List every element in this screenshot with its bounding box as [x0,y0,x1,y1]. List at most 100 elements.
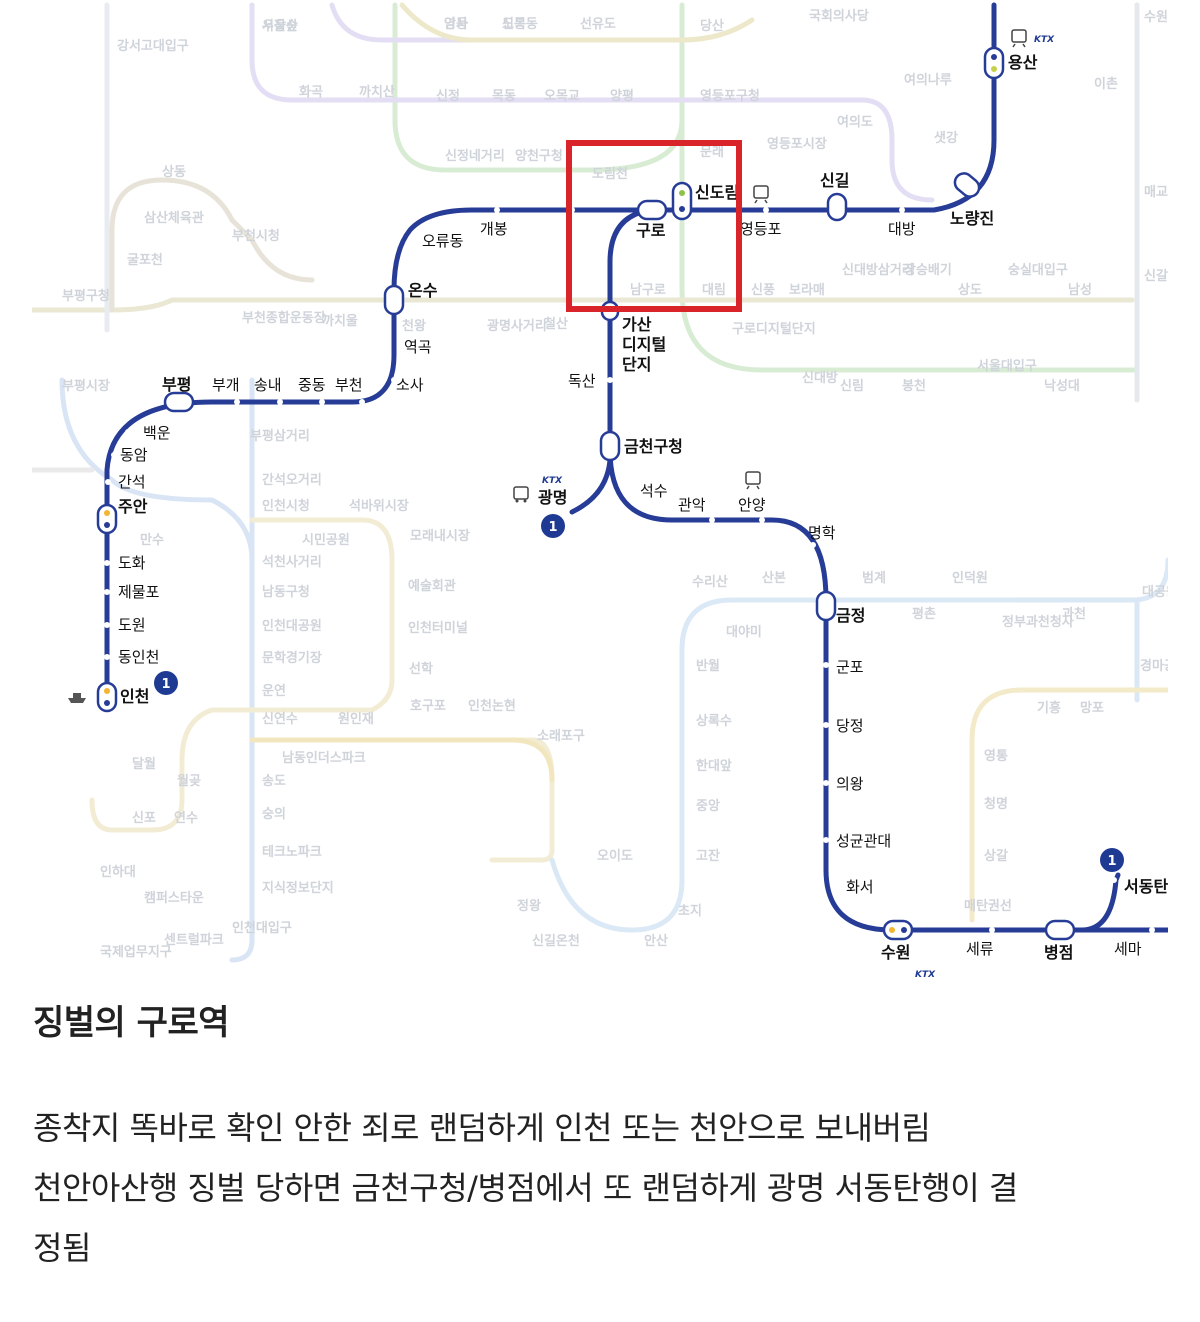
faint-station-label: 화곡 [299,84,323,100]
faint-station-label: 상도 [958,283,982,298]
station-dot [823,837,829,843]
station-hwaseo: 화서 [846,878,874,896]
faint-station-label: 매탄권선 [964,898,1012,914]
faint-station-label: 도림천 [592,167,628,182]
station-incheon: 인천 [120,687,149,706]
faint-station-label: 인천논현 [468,698,516,714]
faint-station-label: 까치산 [359,84,395,100]
station-dot [111,452,117,458]
faint-station-label: 시민공원 [302,532,350,548]
station-dot [319,399,325,405]
faint-station-label: 샛강 [934,130,958,146]
faint-station-label: 망포 [1080,700,1104,716]
faint-station-label: 국제업무지구 [100,945,172,960]
station-gunpo: 군포 [836,658,864,676]
line1-station-dots [104,207,1155,933]
faint-station-label: 인덕원 [952,570,988,586]
station-dot [1111,877,1117,883]
faint-station-label: 수원시청 [1144,9,1168,25]
faint-station-label: 테크노파크 [262,845,322,860]
guro-transfer [636,199,668,221]
faint-station-label: 수리산 [692,574,728,590]
faint-station-label: 남동구청 [262,584,310,600]
faint-station-label: 정왕 [517,898,541,914]
faint-station-label: 고잔 [696,848,720,864]
station-gwangmyeong: 광명 [538,488,567,507]
faint-station-label: 여의도 [837,114,873,130]
station-dot [834,887,840,893]
station-uiwang: 의왕 [836,775,864,793]
station-jemulpo: 제물포 [118,583,160,601]
faint-station-label: 대야미 [726,624,762,640]
station-geumjeong: 금정 [836,606,865,625]
station-dot [669,502,675,508]
suwon-transfer [882,919,914,941]
station-dot [759,517,765,523]
svg-text:1: 1 [548,520,557,535]
faint-station-label: 달월 [132,756,156,772]
faint-station-label: 예술회관 [408,578,456,594]
station-dangjeong: 당정 [836,717,864,735]
station-songnae: 송내 [254,376,282,394]
faint-station-label: 숭의 [262,806,286,822]
faint-station-label: 신목동 [502,17,538,32]
station-yeongdeungpo: 영등포 [740,220,782,238]
line1-badge-seodongtan [1100,848,1124,872]
station-dot [823,722,829,728]
faint-station-label: 신포 [132,811,156,826]
line1-badge-incheon [154,671,178,695]
station-yeokgok: 역곡 [404,338,432,356]
station-seodongtan: 서동탄 [1124,877,1168,896]
yongsan-transfer [983,46,1005,80]
body-line-1: 종착지 똑바로 확인 안한 죄로 랜덤하게 인천 또는 천안으로 보내버림 [33,1109,931,1147]
ship-icon [68,693,86,703]
station-dot [104,622,110,628]
faint-station-label: 부천시청 [232,228,280,244]
station-byeongjeom: 병점 [1044,943,1073,962]
svg-text:1: 1 [161,677,170,692]
faint-station-label: 선유도 [580,16,616,32]
faint-station-label: 매교 [1144,185,1168,200]
faint-station-label: 모래내시장 [410,528,470,544]
station-sungkyunkwan: 성균관대 [836,832,891,850]
faint-station-label: 기흥 [1037,700,1061,716]
faint-station-label: 삼산체육관 [144,210,204,226]
transport-icons: KTX KTX KTX [68,29,1055,978]
faint-station-label: 남성 [1068,282,1092,298]
faint-station-label: 인천대공원 [262,618,322,634]
station-dot [359,399,365,405]
train-icon [1011,29,1027,48]
station-dowon: 도원 [118,616,146,634]
faint-station-label: 숭실대입구 [1008,262,1068,278]
faint-station-label: 서울숲 [262,18,298,34]
station-baegun: 백운 [143,424,171,442]
faint-station-label: 연수 [174,811,198,826]
station-dot [105,479,111,485]
line1-badges: 1 1 1 [154,514,1124,872]
faint-station-label: 까치울 [322,313,358,329]
noryangjin-transfer [953,172,981,198]
faint-station-label: 양평 [610,88,634,104]
station-bucheon: 부천 [335,376,363,394]
faint-station-label: 대림 [702,283,726,298]
faint-station-label: 송도 [262,774,286,789]
faint-station-label: 경마공원 [1140,658,1168,674]
station-ganseok: 간석 [118,473,146,491]
faint-station-label: 반월 [696,658,720,674]
svg-text:1: 1 [1107,854,1116,869]
station-dot [277,399,283,405]
faint-station-label: 목동 [492,89,516,104]
faint-station-label: 천왕 [402,319,426,334]
faint-station-label: 신길온천 [532,934,580,949]
faint-station-label: 월곶 [177,773,201,789]
station-gaebong: 개봉 [480,220,508,238]
faint-station-label: 영등포시장 [767,136,827,152]
ktx-icon: KTX [1034,35,1055,45]
station-dot [823,780,829,786]
faint-station-label: 도봉 [502,17,526,32]
incheon-transfer [96,681,118,713]
geumcheon-transfer [599,430,621,462]
station-sema: 세마 [1114,940,1142,958]
faint-station-label: 인하대 [100,864,136,880]
faint-station-label: 영등 [444,17,468,32]
